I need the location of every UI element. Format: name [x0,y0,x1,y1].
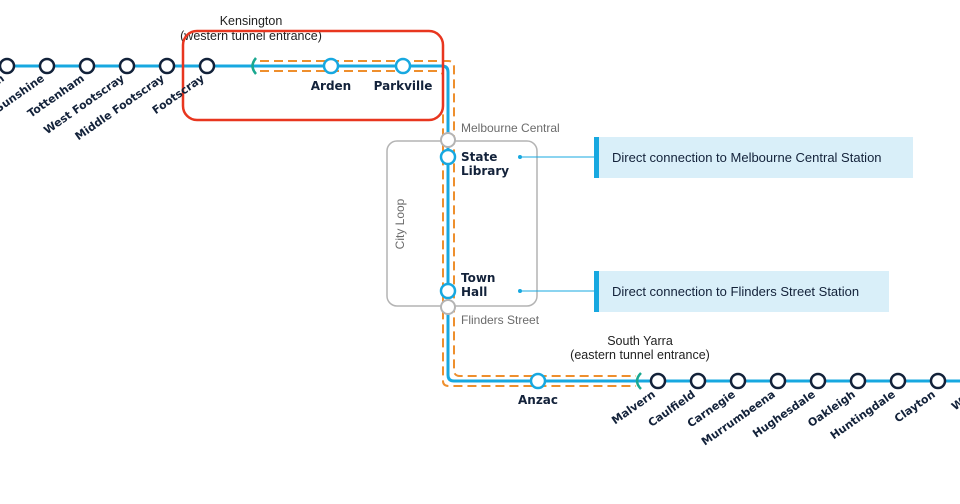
station-marker[interactable] [78,57,96,75]
station-marker[interactable] [38,57,56,75]
station-flinders-street[interactable] [440,299,456,315]
station-marker[interactable] [769,372,787,390]
station-marker[interactable] [929,372,947,390]
station-marker[interactable] [889,372,907,390]
city-loop-box [386,140,538,307]
station-town-hall-label: Town Hall [461,271,500,299]
callout-text: Direct connection to Melbourne Central S… [612,150,882,165]
station-anzac-label: Anzac [518,393,558,407]
station-state-library-line2: Library [461,164,509,178]
tunnel-dash-inner [260,70,636,387]
station-town-hall-line2: Hall [461,285,487,299]
station-parkville-label: Parkville [374,79,433,93]
east-portal-icon [635,372,642,390]
station-anzac[interactable] [529,372,547,390]
west-portal-icon [251,57,257,75]
highlight-box [181,29,445,122]
station-arden-label: Arden [311,79,351,93]
station-town-hall[interactable] [439,282,457,300]
city-loop-label: City Loop [393,198,407,249]
callout-box [596,137,913,178]
station-marker[interactable] [649,372,667,390]
east-portal-note: (eastern tunnel entrance) [570,348,710,362]
station-label: Wes [949,388,960,414]
station-label: n [0,72,7,87]
west-portal-note: (western tunnel entrance) [180,29,322,43]
station-marker[interactable] [198,57,216,75]
callout-melbourne-central: Direct connection to Melbourne Central S… [518,137,913,178]
station-marker[interactable] [689,372,707,390]
tunnel-line [254,64,640,383]
station-flinders-street-label: Flinders Street [461,313,540,327]
tunnel-stations: Arden Parkville State Library Town Hall … [311,57,558,407]
station-state-library[interactable] [439,148,457,166]
callout-flinders-street: Direct connection to Flinders Street Sta… [518,271,889,312]
station-label: Clayton [892,388,938,425]
station-marker[interactable] [849,372,867,390]
callout-bar [594,137,599,178]
station-marker[interactable] [118,57,136,75]
east-portal-name: South Yarra [607,334,673,348]
station-melbourne-central-label: Melbourne Central [461,121,560,135]
callout-bar [594,271,599,312]
station-state-library-label: State Library [461,150,509,178]
station-marker[interactable] [158,57,176,75]
station-marker[interactable] [729,372,747,390]
east-stations: Malvern Caulfield Carnegie Murrumbeena H… [609,372,960,448]
callout-text: Direct connection to Flinders Street Sta… [612,284,859,299]
station-marker[interactable] [0,57,16,75]
station-melbourne-central[interactable] [440,132,456,148]
west-portal-name: Kensington [220,14,283,28]
station-marker[interactable] [809,372,827,390]
station-town-hall-line1: Town [461,271,495,285]
callout-box [596,271,889,312]
station-state-library-line1: State [461,150,497,164]
tunnel-dash-outer [260,60,636,377]
station-arden[interactable] [322,57,340,75]
station-parkville[interactable] [394,57,412,75]
